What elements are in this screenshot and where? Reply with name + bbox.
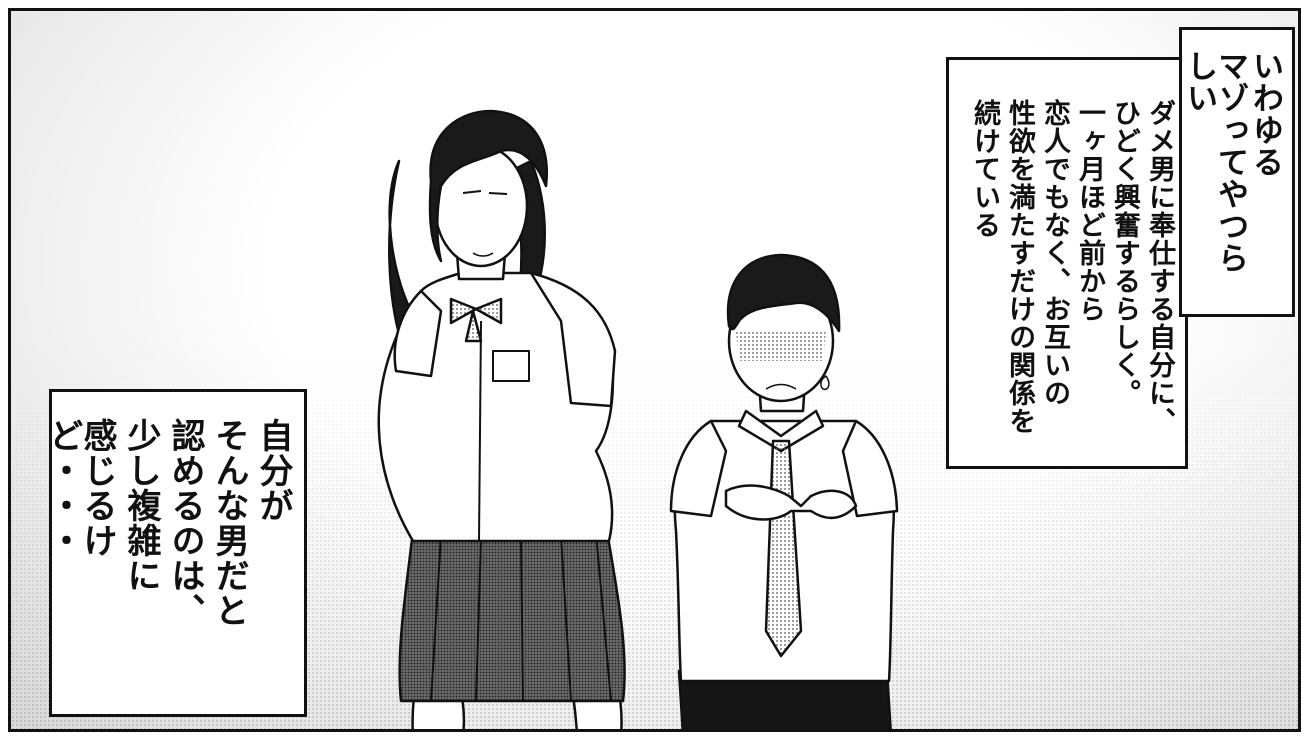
- caption-line: 恋人でもなく、お互いの: [1039, 99, 1070, 407]
- caption-line: 自分が: [253, 418, 293, 523]
- boy-figure: [669, 253, 899, 729]
- caption-line: ひどく興奮するらしく。: [1109, 99, 1140, 407]
- caption-line: 続けている: [969, 99, 1000, 239]
- caption-line: 性欲を満たすだけの関係を: [1004, 99, 1035, 435]
- illustration: [377, 109, 899, 729]
- girl-figure: [377, 109, 626, 729]
- caption-top-right-lower-text: ダメ男に奉仕する自分に、 ひどく興奮するらしく。 一ヶ月ほど前から 恋人でもなく…: [955, 99, 1175, 459]
- caption-line: 少し複雑に: [121, 418, 161, 593]
- caption-line: 感じるけど・・・: [43, 418, 117, 558]
- caption-box-left: 自分が そんな男だと 認めるのは、 少し複雑に 感じるけど・・・: [43, 389, 307, 717]
- caption-line: いわゆる: [1247, 50, 1283, 178]
- caption-line: 認めるのは、: [165, 418, 205, 628]
- caption-line: ダメ男に奉仕する自分に、: [1144, 99, 1175, 435]
- manga-panel: ダメ男に奉仕する自分に、 ひどく興奮するらしく。 一ヶ月ほど前から 恋人でもなく…: [8, 8, 1301, 732]
- caption-box-top-right: いわゆる マゾってやつらしい: [1179, 27, 1295, 317]
- caption-line: そんな男だと: [209, 418, 249, 628]
- caption-line: マゾってやつらしい: [1181, 50, 1248, 274]
- caption-line: 一ヶ月ほど前から: [1074, 99, 1105, 323]
